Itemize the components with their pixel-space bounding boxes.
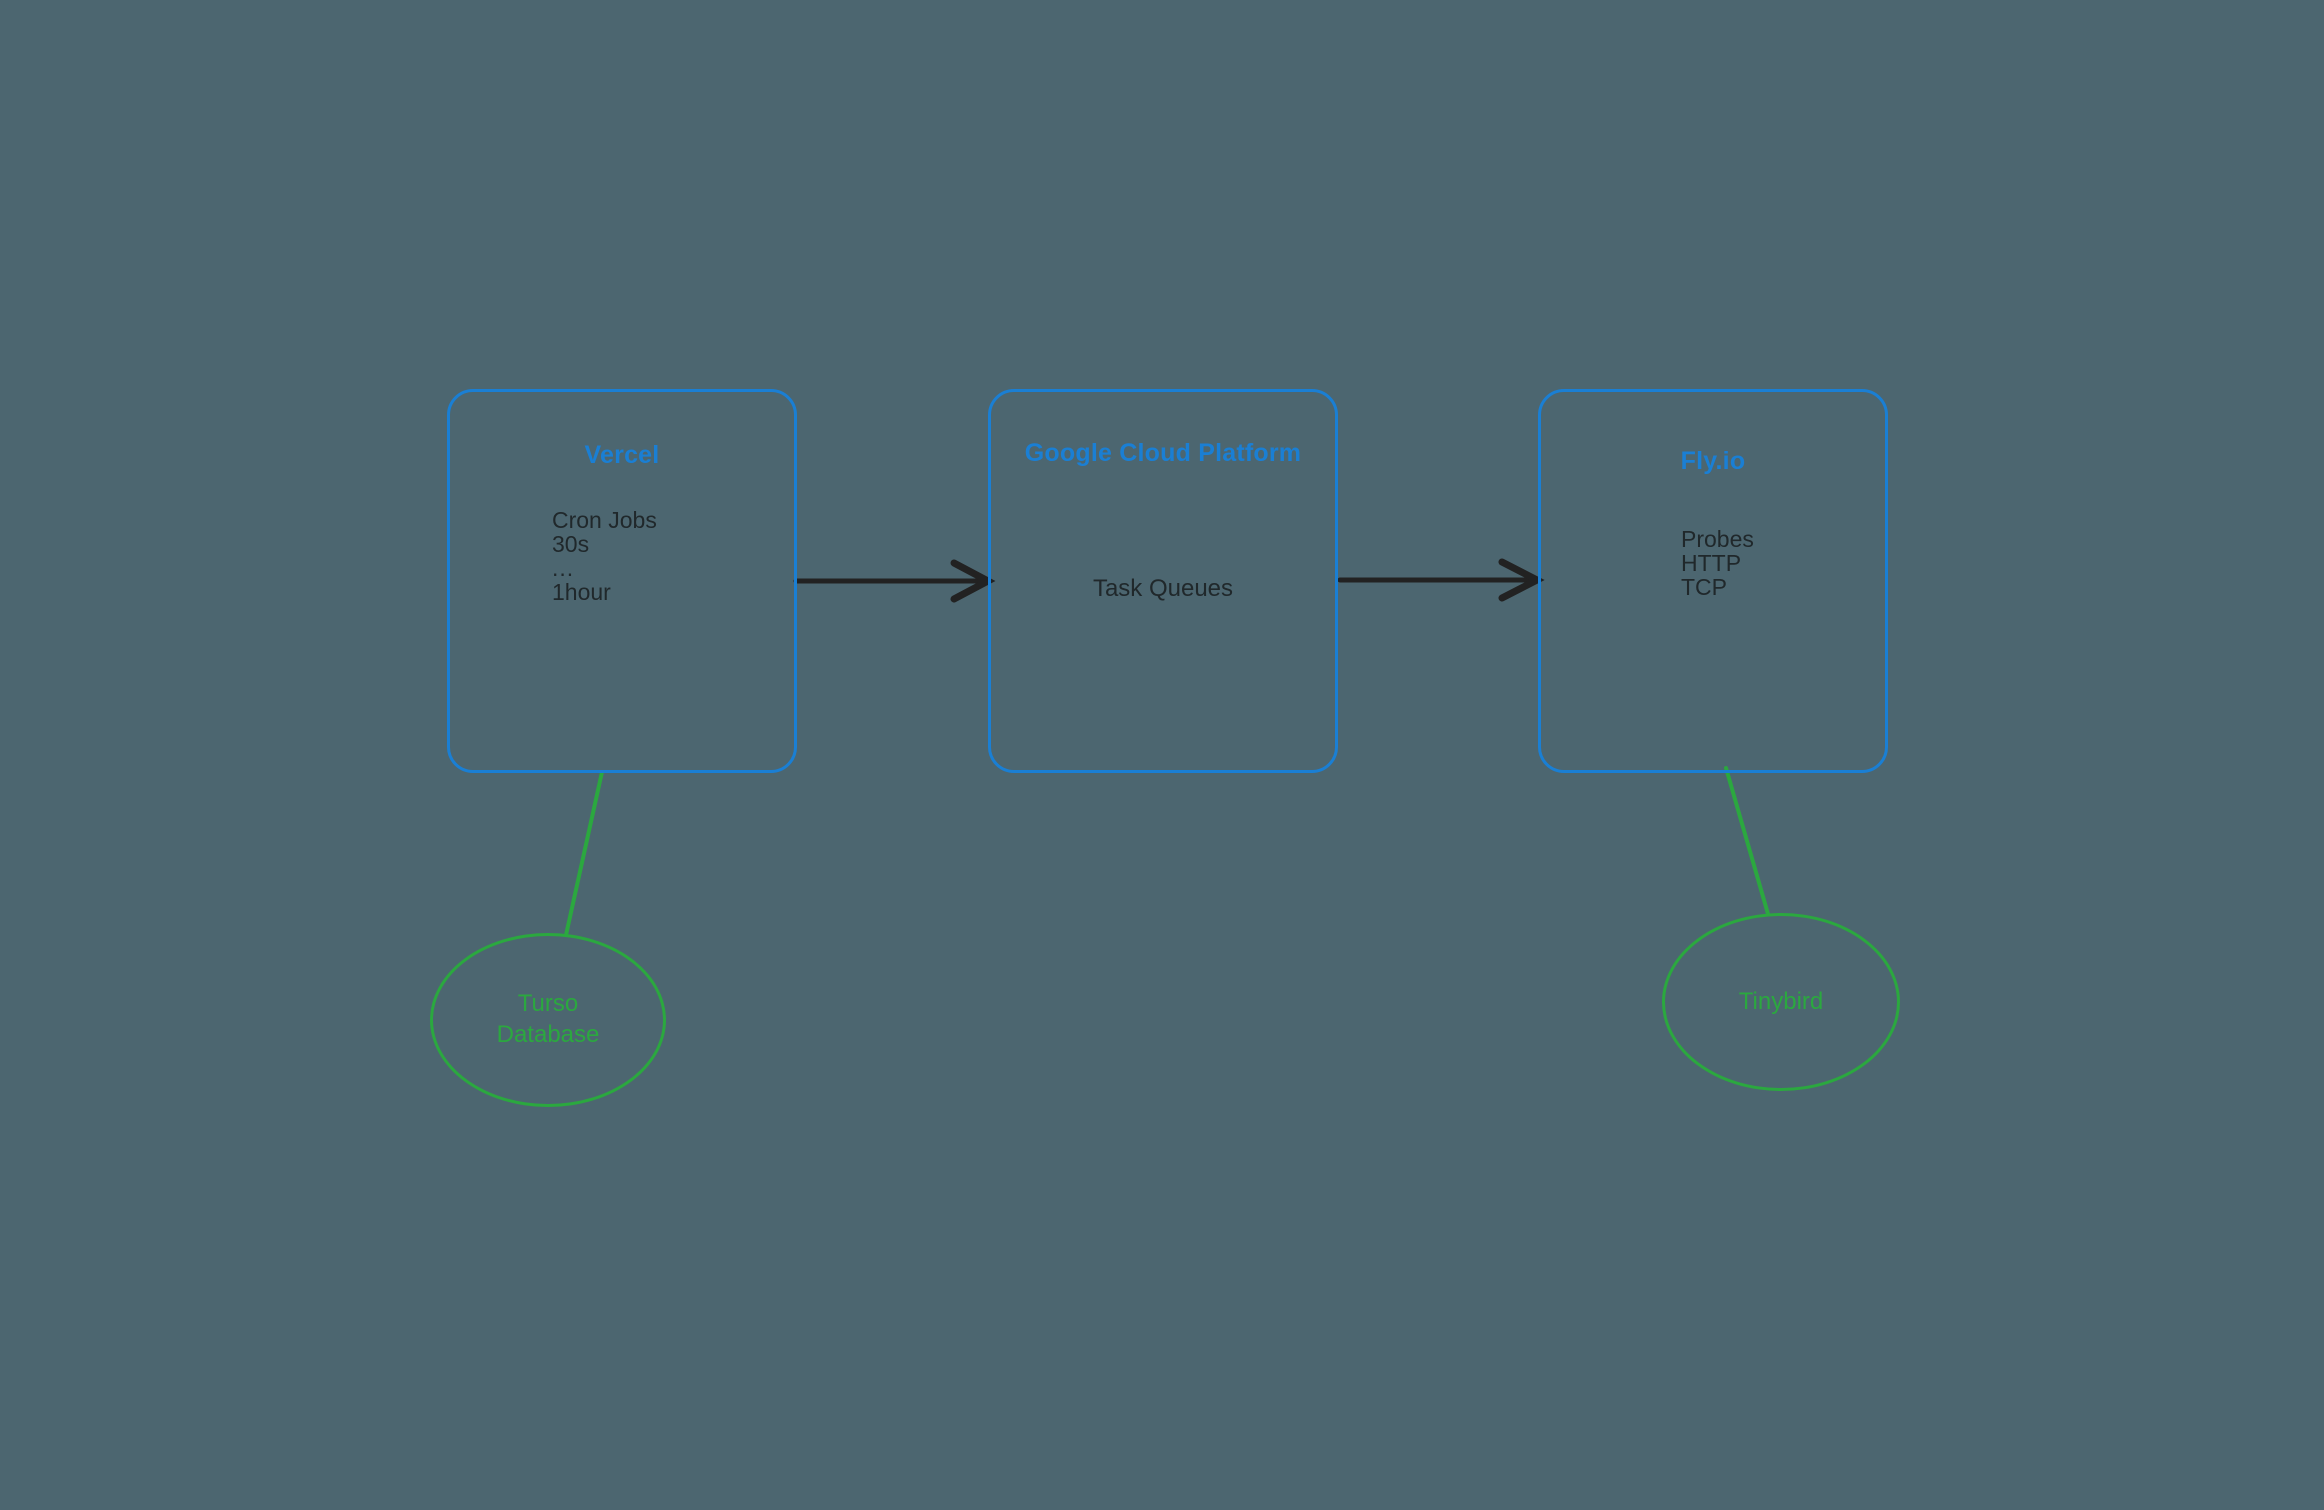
node-vercel[interactable]: Vercel Cron Jobs 30s ... 1hour [447, 389, 797, 773]
node-flyio-body: Probes HTTP TCP [1681, 526, 1754, 601]
node-vercel-body-line-1: Cron Jobs [552, 507, 657, 533]
node-google-cloud-platform[interactable]: Google Cloud Platform Task Queues [988, 389, 1338, 773]
node-turso-database-label-line-2: Database [496, 1021, 600, 1048]
arrow-vercel-to-gcp [793, 559, 996, 603]
node-vercel-body-line-4: 1hour [552, 579, 611, 606]
node-flyio-title: Fly.io [1680, 447, 1746, 475]
node-flyio-body-line-2: HTTP [1681, 550, 1742, 577]
node-tinybird[interactable]: Tinybird [1662, 913, 1900, 1091]
link-vercel-to-turso [564, 770, 604, 937]
node-tinybird-label: Tinybird [1739, 987, 1823, 1018]
link-flyio-to-tinybird [1724, 766, 1770, 916]
node-turso-database-label: Turso Database [497, 989, 600, 1050]
node-google-cloud-platform-label: Task Queues [1092, 575, 1234, 602]
node-google-cloud-platform-title: Google Cloud Platform [1024, 439, 1302, 467]
node-flyio-body-line-1: Probes [1681, 526, 1754, 552]
node-vercel-body-line-2: 30s [552, 531, 590, 558]
node-vercel-title: Vercel [584, 441, 660, 469]
node-flyio[interactable]: Fly.io Probes HTTP TCP [1538, 389, 1888, 773]
arrow-gcp-to-flyio [1337, 558, 1545, 602]
node-flyio-body-line-3: TCP [1681, 574, 1727, 601]
node-tinybird-label-line-1: Tinybird [1738, 987, 1824, 1015]
node-turso-database[interactable]: Turso Database [430, 933, 666, 1107]
node-vercel-body: Cron Jobs 30s ... 1hour [552, 508, 657, 605]
node-turso-database-label-line-1: Turso [517, 990, 579, 1018]
node-vercel-body-line-3: ... [552, 555, 575, 582]
